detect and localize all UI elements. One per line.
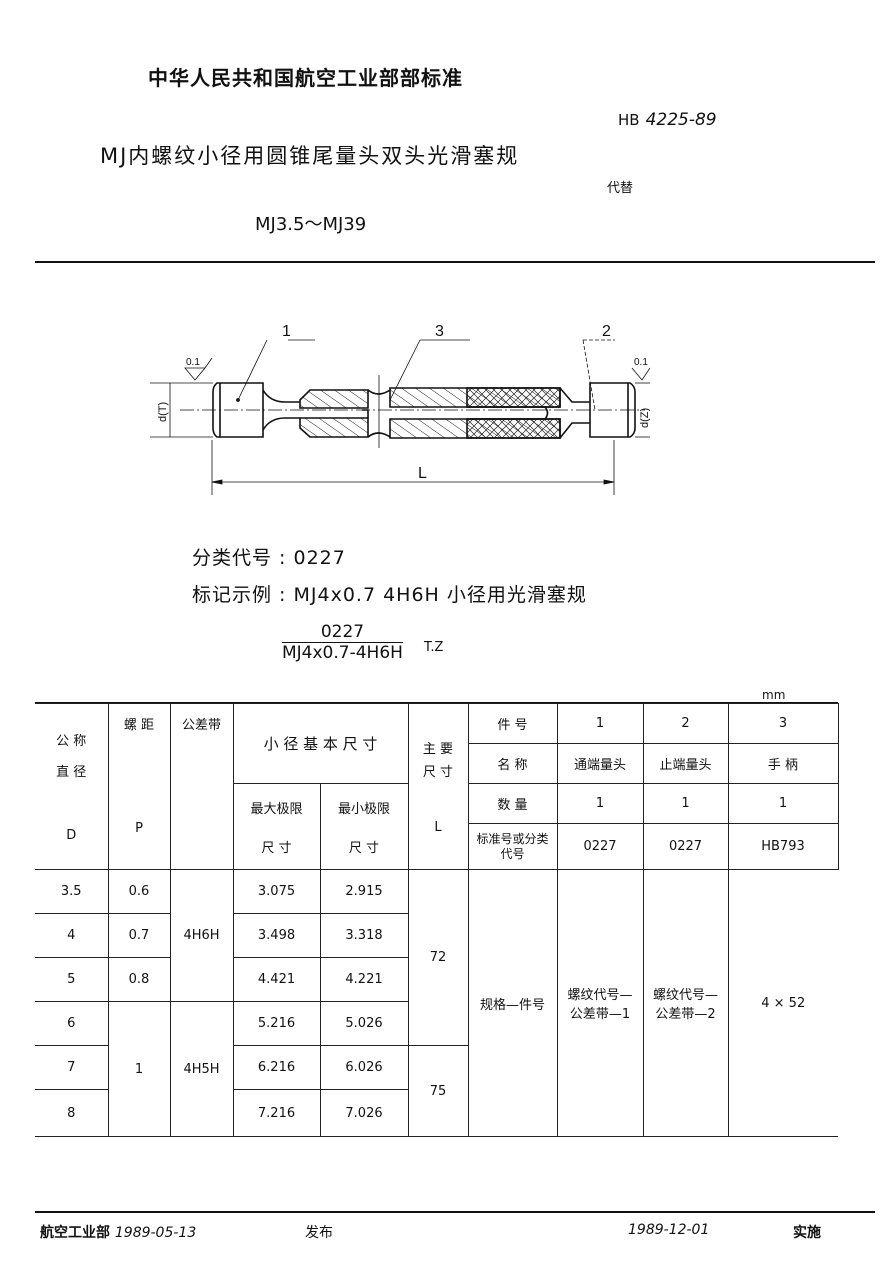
part-1-qty: 1 [556, 783, 644, 824]
roughness-left: 0.1 [186, 357, 200, 368]
classification-value: 0227 [293, 547, 346, 569]
unit-label: mm [762, 688, 786, 702]
cell-d: 6 [35, 1001, 109, 1046]
issue-label: 发布 [305, 1225, 333, 1241]
replaces-label: 代替 [607, 181, 634, 196]
part-2-no: 2 [642, 703, 729, 744]
cell-d: 7 [35, 1045, 109, 1090]
part-3-no: 3 [727, 703, 839, 744]
organization: 中华人民共和国航空工业部部标准 [148, 66, 463, 90]
part-1-std: 0227 [556, 823, 644, 870]
part-1-name: 通端量头 [556, 743, 644, 784]
cell-min: 4.221 [319, 957, 409, 1002]
diameter-right: d(Z) [639, 408, 650, 428]
standard-code: HB 4225-89 [618, 110, 717, 130]
cell-part2-spec: 螺纹代号—公差带—2 [642, 869, 729, 1137]
marking-label: 标记示例 [192, 584, 273, 606]
cell-min: 3.318 [319, 913, 409, 958]
part-3-name: 手 柄 [727, 743, 839, 784]
gauge-drawing: 1 3 2 L 0.1 0.1 d(T) d(Z) [150, 323, 650, 495]
table-row: 8 7.216 7.026 [35, 1089, 838, 1137]
effective-date: 1989-12-01 [628, 1222, 710, 1238]
cell-spec-part: 规格—件号 [467, 869, 558, 1137]
header-minor-basic: 小 径 基 本 尺 寸 [232, 703, 409, 784]
cell-l: 75 [407, 1045, 469, 1137]
cell-pitch: 0.6 [107, 869, 171, 914]
classification-label: 分类代号 [192, 547, 273, 569]
table-row: 4 0.7 3.498 3.318 [35, 913, 838, 958]
size-range: MJ3.5～MJ39 [255, 214, 367, 235]
cell-d: 5 [35, 957, 109, 1002]
header-part-no: 件 号 [467, 703, 558, 744]
document-title: MJ内螺纹小径用圆锥尾量头双头光滑塞规 [100, 144, 520, 168]
header-name: 名 称 [467, 743, 558, 784]
standard-number: 4225-89 [645, 110, 717, 130]
table-row: 3.5 0.6 4H6H 3.075 2.915 72 规格—件号 螺纹代号—公… [35, 869, 838, 1137]
cell-part1-spec: 螺纹代号—公差带—1 [556, 869, 644, 1137]
no-go-head [589, 382, 636, 438]
part-label-3: 3 [435, 323, 444, 340]
part-2-name: 止端量头 [642, 743, 729, 784]
header-tolerance: 公差带 [169, 703, 234, 870]
header-std: 标准号或分类代号 [467, 823, 558, 870]
part-2-qty: 1 [642, 783, 729, 824]
cell-l: 72 [407, 869, 469, 1046]
cell-pitch: 1 [107, 1001, 171, 1137]
standard-prefix: HB [618, 111, 640, 129]
cell-min: 2.915 [319, 869, 409, 914]
diameter-left: d(T) [157, 402, 169, 422]
cell-d: 3.5 [35, 869, 109, 914]
cell-max: 3.498 [232, 913, 321, 958]
cell-max: 5.216 [232, 1001, 321, 1046]
marking-denominator: MJ4x0.7-4H6H [282, 643, 403, 663]
classification-code: 分类代号 : 0227 [192, 547, 346, 569]
footer-divider [35, 1211, 875, 1213]
marking-example: 标记示例 : MJ4x0.7 4H6H 小径用光滑塞规 [192, 584, 587, 606]
length-label: L [418, 465, 427, 482]
marking-text: MJ4x0.7 4H6H 小径用光滑塞规 [293, 584, 587, 606]
cell-max: 4.421 [232, 957, 321, 1002]
issuer: 航空工业部 1989-05-13 [40, 1225, 197, 1241]
part-1-no: 1 [556, 703, 644, 744]
table-row: 6 1 4H5H 5.216 5.026 [35, 1001, 838, 1137]
cell-min: 6.026 [319, 1045, 409, 1090]
table-row: 7 6.216 6.026 75 [35, 1045, 838, 1137]
part-3-qty: 1 [727, 783, 839, 824]
cell-tolerance: 4H5H [169, 1001, 234, 1137]
cell-tolerance: 4H6H [169, 869, 234, 1002]
header-qty: 数 量 [467, 783, 558, 824]
go-head [212, 382, 264, 438]
cell-pitch: 0.8 [107, 957, 171, 1002]
header-min-limit: 最小极限尺 寸 [319, 783, 409, 870]
marking-numerator: 0227 [282, 622, 403, 643]
cell-max: 3.075 [232, 869, 321, 914]
part-3-std: HB793 [727, 823, 839, 870]
cell-max: 7.216 [232, 1089, 321, 1137]
cell-min: 5.026 [319, 1001, 409, 1046]
roughness-right: 0.1 [634, 357, 648, 368]
cell-max: 6.216 [232, 1045, 321, 1090]
header-max-limit: 最大极限尺 寸 [232, 783, 321, 870]
part-label-1: 1 [282, 323, 291, 340]
effective-label: 实施 [793, 1225, 821, 1241]
part-label-2: 2 [602, 323, 611, 340]
cell-d: 8 [35, 1089, 109, 1137]
header-divider [35, 261, 875, 263]
table-row: 5 0.8 4.421 4.221 [35, 957, 838, 1002]
part-2-std: 0227 [642, 823, 729, 870]
cell-pitch: 0.7 [107, 913, 171, 958]
cell-part3-spec: 4 × 52 [727, 869, 838, 1137]
cell-min: 7.026 [319, 1089, 409, 1137]
marking-suffix: T.Z [424, 640, 444, 655]
cell-d: 4 [35, 913, 109, 958]
